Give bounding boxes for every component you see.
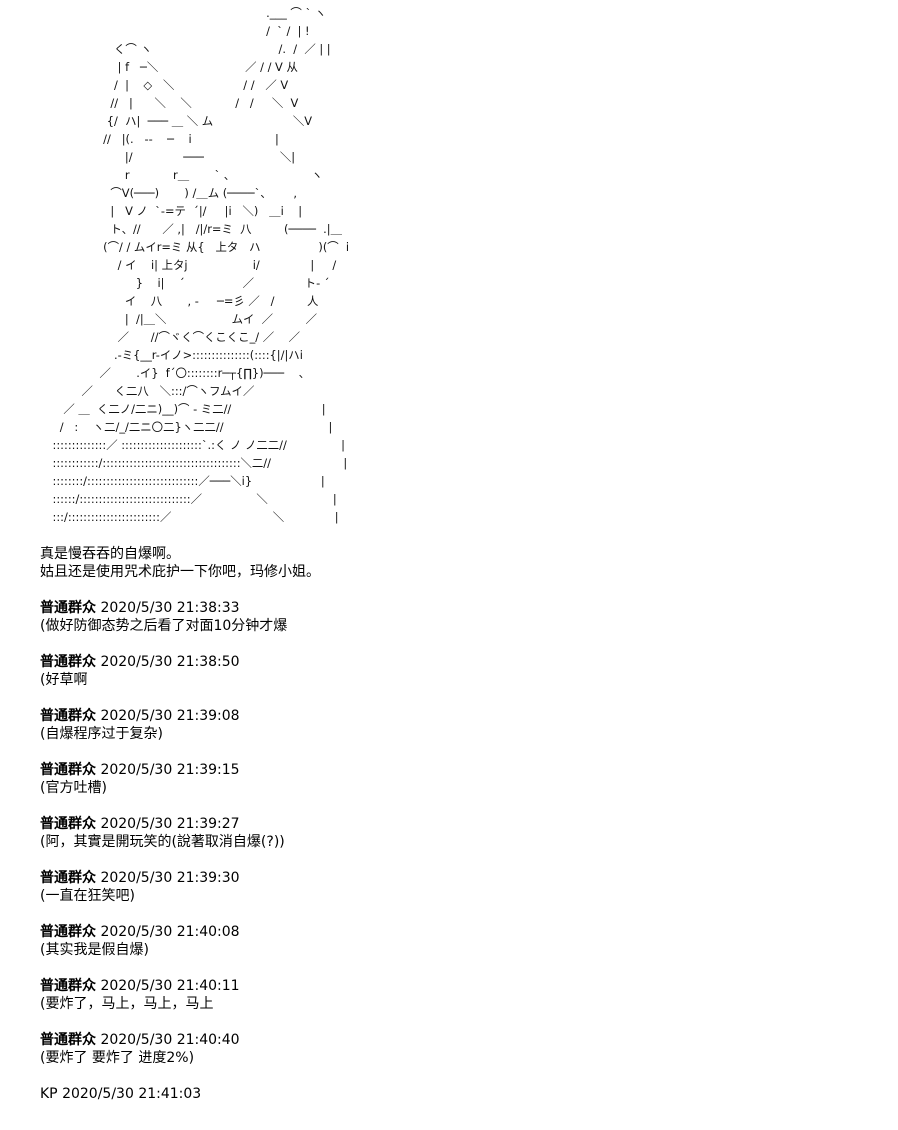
comment: 普通群众 2020/5/30 21:39:30 (一直在狂笑吧) — [40, 869, 880, 923]
spacer — [40, 635, 880, 653]
comment-time: 2020/5/30 21:38:50 — [100, 654, 240, 670]
comment: 普通群众 2020/5/30 21:40:08 (其实我是假自爆) — [40, 923, 880, 977]
spacer — [40, 905, 880, 923]
comment-header: 普通群众 2020/5/30 21:40:11 — [40, 977, 880, 995]
ascii-art-line: | f ─＼ ／ / / V 从 — [38, 60, 298, 74]
ascii-art: .___ ⌒ ` ヽ / ` / | ! く⌒ ヽ /. / ／ | | | f… — [38, 4, 349, 526]
comment-time: 2020/5/30 21:40:40 — [100, 1032, 240, 1048]
ascii-art-line: / ` / | ! — [38, 24, 310, 38]
comment: 普通群众 2020/5/30 21:40:40 (要炸了 要炸了 进度2%) — [40, 1031, 880, 1085]
comment-poster: 普通群众 — [40, 654, 96, 670]
ascii-art-line: イ 八 , - ─=彡 ／ / 人 — [38, 294, 319, 308]
footer-poster: KP — [40, 1086, 58, 1102]
comment-text: (自爆程序过于复杂) — [40, 726, 163, 742]
post-body: 真是慢吞吞的自爆啊。 姑且还是使用咒术庇护一下你吧，玛修小姐。 普通群众 202… — [40, 545, 880, 1103]
comment-poster: 普通群众 — [40, 708, 96, 724]
comment-header: 普通群众 2020/5/30 21:39:15 — [40, 761, 880, 779]
narration-line: 真是慢吞吞的自爆啊。 — [40, 546, 180, 562]
ascii-art-line: (⌒/ / ムイr=ミ 从{ 上タ ハ )(⌒ i — [38, 240, 350, 254]
comment: 普通群众 2020/5/30 21:39:27 (阿，其實是開玩笑的(說著取消自… — [40, 815, 880, 869]
ascii-art-line: ／ //⌒ヾく⌒くこくこ_/ ／ ／ — [38, 330, 300, 344]
ascii-art-line: ／ .イ} f´〇::::::::r─┬{∏})─── 、 — [38, 366, 310, 380]
comment-poster: 普通群众 — [40, 978, 96, 994]
spacer — [40, 743, 880, 761]
ascii-art-line: く⌒ ヽ /. / ／ | | — [38, 42, 331, 56]
comment-time: 2020/5/30 21:39:08 — [100, 708, 240, 724]
ascii-art-line: ／ く二八 ＼:::/⌒ヽフムイ／ — [38, 384, 255, 398]
comment-header: 普通群众 2020/5/30 21:38:33 — [40, 599, 880, 617]
comment-poster: 普通群众 — [40, 1032, 96, 1048]
comment-time: 2020/5/30 21:38:33 — [100, 600, 240, 616]
ascii-art-line: ／ ＿ く二ノ/二ニ)__)⌒ ‐ ミ二// | — [38, 402, 326, 416]
ascii-art-line: | /|＿＼ ムイ ／ ／ — [38, 312, 317, 326]
comment-text: (要炸了 要炸了 进度2%) — [40, 1050, 195, 1066]
comment-text: (阿，其實是開玩笑的(說著取消自爆(?)) — [40, 834, 285, 850]
spacer — [40, 1067, 880, 1085]
comment-poster: 普通群众 — [40, 870, 96, 886]
comment-header: 普通群众 2020/5/30 21:39:08 — [40, 707, 880, 725]
ascii-art-line: |/ ─── ＼| — [38, 150, 296, 164]
ascii-art-line: ::::::::::::::／ :::::::::::::::::::::`.:… — [38, 438, 345, 452]
spacer — [40, 689, 880, 707]
comment-time: 2020/5/30 21:40:08 — [100, 924, 240, 940]
comment-text: (做好防御态势之后看了对面10分钟才爆 — [40, 618, 288, 634]
comment-header: 普通群众 2020/5/30 21:39:27 — [40, 815, 880, 833]
ascii-art-line: / : ヽ二/_/二ニ〇二}ヽ二二// | — [38, 420, 333, 434]
ascii-art-line: // |(. ‐‐ ─ i | — [38, 132, 279, 146]
comment: 普通群众 2020/5/30 21:39:08 (自爆程序过于复杂) — [40, 707, 880, 761]
spacer — [40, 1013, 880, 1031]
comment: 普通群众 2020/5/30 21:38:50 (好草啊 — [40, 653, 880, 707]
comment-text: (一直在狂笑吧) — [40, 888, 135, 904]
comment-time: 2020/5/30 21:39:27 — [100, 816, 240, 832]
comment-time: 2020/5/30 21:39:15 — [100, 762, 240, 778]
comment-text: (官方吐槽) — [40, 780, 107, 796]
narration-line: 姑且还是使用咒术庇护一下你吧，玛修小姐。 — [40, 564, 320, 580]
ascii-art-line: ::::::::::::/:::::::::::::::::::::::::::… — [38, 456, 348, 470]
ascii-art-line: } i| ´ ／ ト- ´ — [38, 276, 330, 290]
ascii-art-line: ::::::::/:::::::::::::::::::::::::::::／─… — [38, 474, 325, 488]
comment-text: (要炸了，马上，马上，马上 — [40, 996, 214, 1012]
comment-time: 2020/5/30 21:40:11 — [100, 978, 240, 994]
footer-signature: KP 2020/5/30 21:41:03 — [40, 1085, 880, 1103]
comment-header: 普通群众 2020/5/30 21:38:50 — [40, 653, 880, 671]
ascii-art-line: {/ ハ| ─── ＿ ＼ ム ＼V — [38, 114, 313, 128]
comment-poster: 普通群众 — [40, 816, 96, 832]
comment-time: 2020/5/30 21:39:30 — [100, 870, 240, 886]
comment: 普通群众 2020/5/30 21:39:15 (官方吐槽) — [40, 761, 880, 815]
comment-poster: 普通群众 — [40, 762, 96, 778]
ascii-art-line: :::/::::::::::::::::::::::::／ ＼ | — [38, 510, 339, 524]
ascii-art-line: / | ◇ ＼ / / ／ V — [38, 78, 289, 92]
spacer — [40, 581, 880, 599]
ascii-art-line: ⌒V(───) ) /＿ム (────`、 , — [38, 186, 298, 200]
comment-poster: 普通群众 — [40, 600, 96, 616]
ascii-art-line: r r＿ ` 、 ヽ — [38, 168, 323, 182]
ascii-art-line: .___ ⌒ ` ヽ — [38, 6, 327, 20]
comment-text: (其实我是假自爆) — [40, 942, 149, 958]
comment-header: 普通群众 2020/5/30 21:40:40 — [40, 1031, 880, 1049]
ascii-art-line: / イ i| 上タj i/ | / — [38, 258, 337, 272]
comment-header: 普通群众 2020/5/30 21:40:08 — [40, 923, 880, 941]
ascii-art-line: .-ミ{__r-イノ>:::::::::::::::(::::{|/|ハi — [38, 348, 303, 362]
spacer — [40, 797, 880, 815]
ascii-art-line: // | ＼ ＼ / / ＼ V — [38, 96, 299, 110]
comment-text: (好草啊 — [40, 672, 88, 688]
ascii-art-line: | V ノ `‐=テ ´|/ |i ＼) ＿i | — [38, 204, 303, 218]
footer-time: 2020/5/30 21:41:03 — [62, 1086, 202, 1102]
comment-header: 普通群众 2020/5/30 21:39:30 — [40, 869, 880, 887]
ascii-art-line: ::::::/:::::::::::::::::::::::::::::／ ＼ … — [38, 492, 337, 506]
spacer — [40, 851, 880, 869]
ascii-art-line: ト、// ／ ,| /|/r=ミ 八 (──── .|＿ — [38, 222, 343, 236]
comment: 普通群众 2020/5/30 21:40:11 (要炸了，马上，马上，马上 — [40, 977, 880, 1031]
comment: 普通群众 2020/5/30 21:38:33 (做好防御态势之后看了对面10分… — [40, 599, 880, 653]
spacer — [40, 959, 880, 977]
comment-poster: 普通群众 — [40, 924, 96, 940]
